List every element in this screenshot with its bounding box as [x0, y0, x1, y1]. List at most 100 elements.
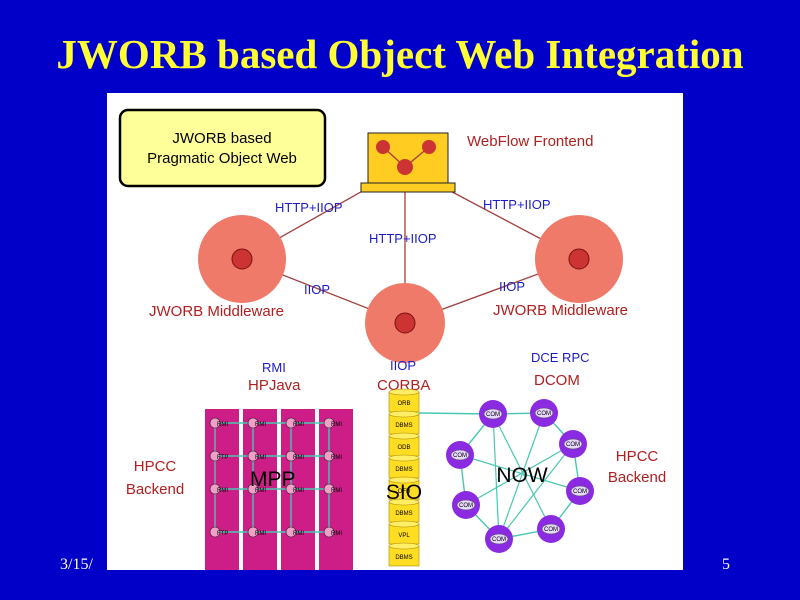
dce-rpc-label: DCE RPC: [531, 350, 590, 365]
sio-disk-top: [388, 410, 420, 418]
mpp-node-label: RMI: [255, 531, 266, 537]
webflow-frontend-label: WebFlow Frontend: [467, 133, 593, 150]
now-node-core: [456, 499, 476, 511]
middleware-right-sphere: [535, 215, 623, 303]
now-node-core: [563, 438, 583, 450]
hpcc-right-line1: HPCC: [616, 448, 659, 465]
hpjava-label: HPJava: [248, 377, 301, 394]
dcom-label: DCOM: [534, 372, 580, 389]
mpp-node: [247, 483, 259, 495]
mpp-node-label: RMI: [331, 455, 342, 461]
now-node-core: [483, 408, 503, 420]
slide-date: 3/15/: [60, 556, 93, 573]
mpp-node-label: RMI: [255, 455, 266, 461]
mpp-node: [323, 450, 335, 462]
sio-disk-label: DBMS: [395, 467, 412, 473]
now-link: [459, 454, 581, 492]
http-iiop-right-label: HTTP+IIOP: [483, 197, 551, 212]
mpp-node-label: RMI: [255, 422, 266, 428]
mpp-node-label: RMI: [293, 488, 304, 494]
sio-disk-top: [388, 432, 420, 440]
mpp-node: [209, 417, 221, 429]
page-number: 5: [722, 556, 730, 573]
now-node-label: COM: [537, 411, 551, 417]
now-node-core: [570, 485, 590, 497]
sio-disk-top: [388, 498, 420, 506]
corba-label: CORBA: [377, 377, 430, 394]
now-label: NOW: [496, 464, 548, 487]
mpp-node: [285, 483, 297, 495]
hpcc-left-line1: HPCC: [134, 458, 177, 475]
hpcc-right-line2: Backend: [608, 469, 666, 486]
mpp-node: [247, 450, 259, 462]
middleware-left-label: JWORB Middleware: [149, 303, 284, 320]
now-node-label: COM: [486, 412, 500, 418]
now-link: [498, 412, 545, 540]
now-node-label: COM: [492, 537, 506, 543]
sio-disk-label: OFD: [398, 489, 411, 495]
mpp-node: [247, 417, 259, 429]
now-node-label: COM: [573, 489, 587, 495]
now-node-core: [450, 449, 470, 461]
mpp-node-label: RMI: [293, 455, 304, 461]
iiop-left-label: IIOP: [304, 282, 330, 297]
mpp-node-label: FTP: [217, 531, 228, 537]
now-node-core: [541, 523, 561, 535]
sio-disk-top: [388, 476, 420, 484]
sio-disk-top: [388, 454, 420, 462]
sio-disk-top: [388, 520, 420, 528]
now-link: [498, 443, 574, 540]
mpp-node: [285, 526, 297, 538]
sio-disk-label: DBMS: [395, 511, 412, 517]
middleware-left-sphere: [198, 215, 286, 303]
now-node-core: [489, 533, 509, 545]
middleware-center-sphere: [365, 283, 445, 363]
sio-disk-label: ORB: [397, 401, 410, 407]
mpp-node: [285, 417, 297, 429]
mpp-node-label: RMI: [217, 422, 228, 428]
mpp-node: [285, 450, 297, 462]
webflow-monitor-icon: [360, 132, 456, 193]
iiop-bottom-label: IIOP: [390, 358, 416, 373]
now-node-label: COM: [544, 527, 558, 533]
now-link: [492, 413, 500, 540]
mpp-node: [209, 450, 221, 462]
now-node-core: [534, 407, 554, 419]
sio-disk-label: ODB: [397, 445, 410, 451]
hpcc-left-line2: Backend: [126, 481, 184, 498]
sio-disk-label: DBMS: [395, 555, 412, 561]
http-iiop-left-label: HTTP+IIOP: [275, 200, 343, 215]
http-iiop-center-label: HTTP+IIOP: [369, 231, 437, 246]
sio-storage-stack: ORB DBMS ODB DBMS OFD DBMS VPL DBMS: [388, 388, 420, 567]
mpp-node: [209, 526, 221, 538]
iiop-right-label: IIOP: [499, 279, 525, 294]
mpp-node-label: FTP: [217, 455, 228, 461]
now-node-label: COM: [566, 442, 580, 448]
architecture-diagram: JWORB based Pragmatic Object Web WebFlow…: [107, 93, 683, 574]
mpp-node-label: RMI: [331, 422, 342, 428]
mpp-label: MPP: [250, 468, 296, 491]
mpp-node: [323, 483, 335, 495]
mpp-node-label: RMI: [293, 422, 304, 428]
mpp-node-label: RMI: [217, 488, 228, 494]
mpp-node-label: RMI: [255, 488, 266, 494]
sio-disk-label: VPL: [398, 533, 410, 539]
mpp-node: [209, 483, 221, 495]
sio-label: SIO: [386, 481, 422, 504]
mpp-node: [323, 526, 335, 538]
now-link: [465, 443, 574, 506]
sio-disk-top: [388, 388, 420, 396]
middleware-right-label: JWORB Middleware: [493, 302, 628, 319]
sio-disk-label: DBMS: [395, 423, 412, 429]
rmi-label: RMI: [262, 360, 286, 375]
mpp-node: [247, 526, 259, 538]
mpp-node-label: RMI: [331, 531, 342, 537]
now-link: [492, 413, 552, 530]
slide-title: JWORB based Object Web Integration: [56, 31, 744, 77]
pragmatic-box-line2: Pragmatic Object Web: [147, 150, 297, 167]
mpp-node-label: RMI: [293, 531, 304, 537]
mpp-grid: RMI RMI RMI RMI FTP RMI RMI RMI RMI RMI RMI RMI FTP R…: [205, 409, 353, 574]
sio-disk-top: [388, 542, 420, 550]
mpp-node: [323, 417, 335, 429]
